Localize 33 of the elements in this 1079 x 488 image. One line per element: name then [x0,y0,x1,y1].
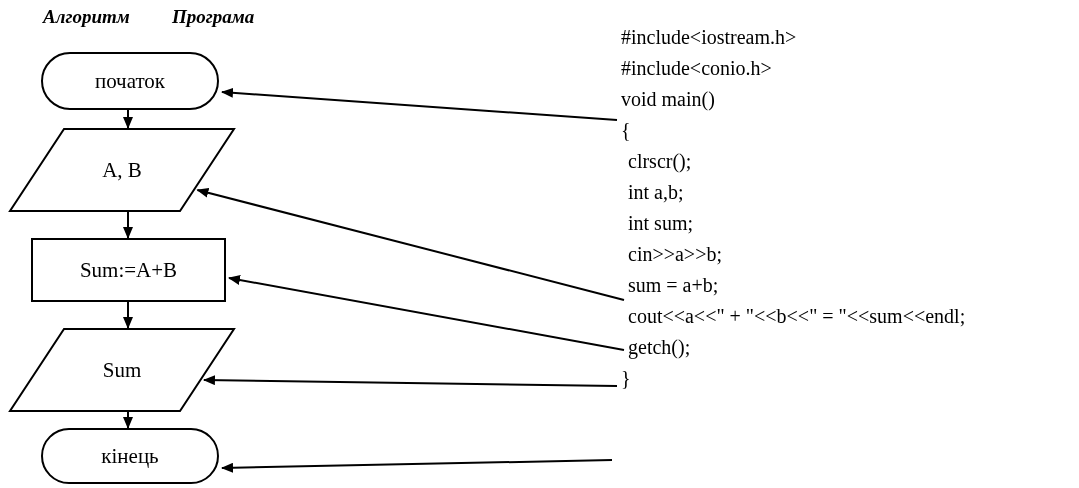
code-line: int a,b; [628,180,684,205]
node-text: початок [94,68,166,94]
io-parallelogram [9,328,235,412]
column-heading: Алгоритм [43,6,130,28]
code-line: sum = a+b; [628,270,719,301]
node-text: Sum [102,357,142,383]
arrow [123,211,133,239]
code-line: } [621,363,631,394]
code-line: #include<conio.h> [621,56,772,81]
io-parallelogram [9,128,235,212]
node-text: кінець [101,443,159,469]
arrow [221,87,618,121]
arrow [196,187,625,301]
arrow [123,109,133,129]
code-line: getch(); [628,332,691,363]
process-box [31,238,226,302]
code-line: { [621,115,631,146]
terminal-shape [41,428,219,484]
code-line: int sum; [628,211,693,236]
code-line: #include<iostream.h> [621,25,797,50]
code-line: cout<<a<<" + "<<b<<" = "<<sum<<endl; [628,304,966,329]
arrow [228,275,625,351]
code-line: clrscr(); [628,149,692,175]
arrow [202,375,618,387]
code-line: void main() [621,87,715,113]
arrow [123,301,133,329]
code-line: cin>>a>>b; [628,242,722,267]
node-text: A, B [102,157,142,183]
node-text: Sum:=A+B [79,257,178,283]
terminal-shape [41,52,219,110]
arrow [123,411,133,429]
column-heading: Програма [172,6,255,28]
arrow [221,459,613,473]
